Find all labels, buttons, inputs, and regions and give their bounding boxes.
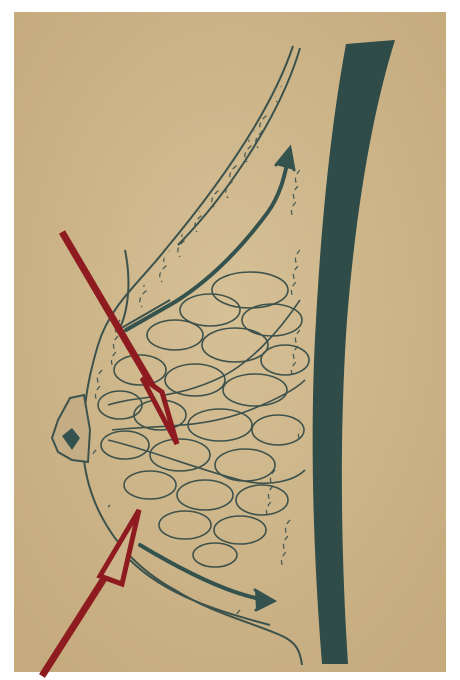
paper-background (14, 12, 446, 672)
